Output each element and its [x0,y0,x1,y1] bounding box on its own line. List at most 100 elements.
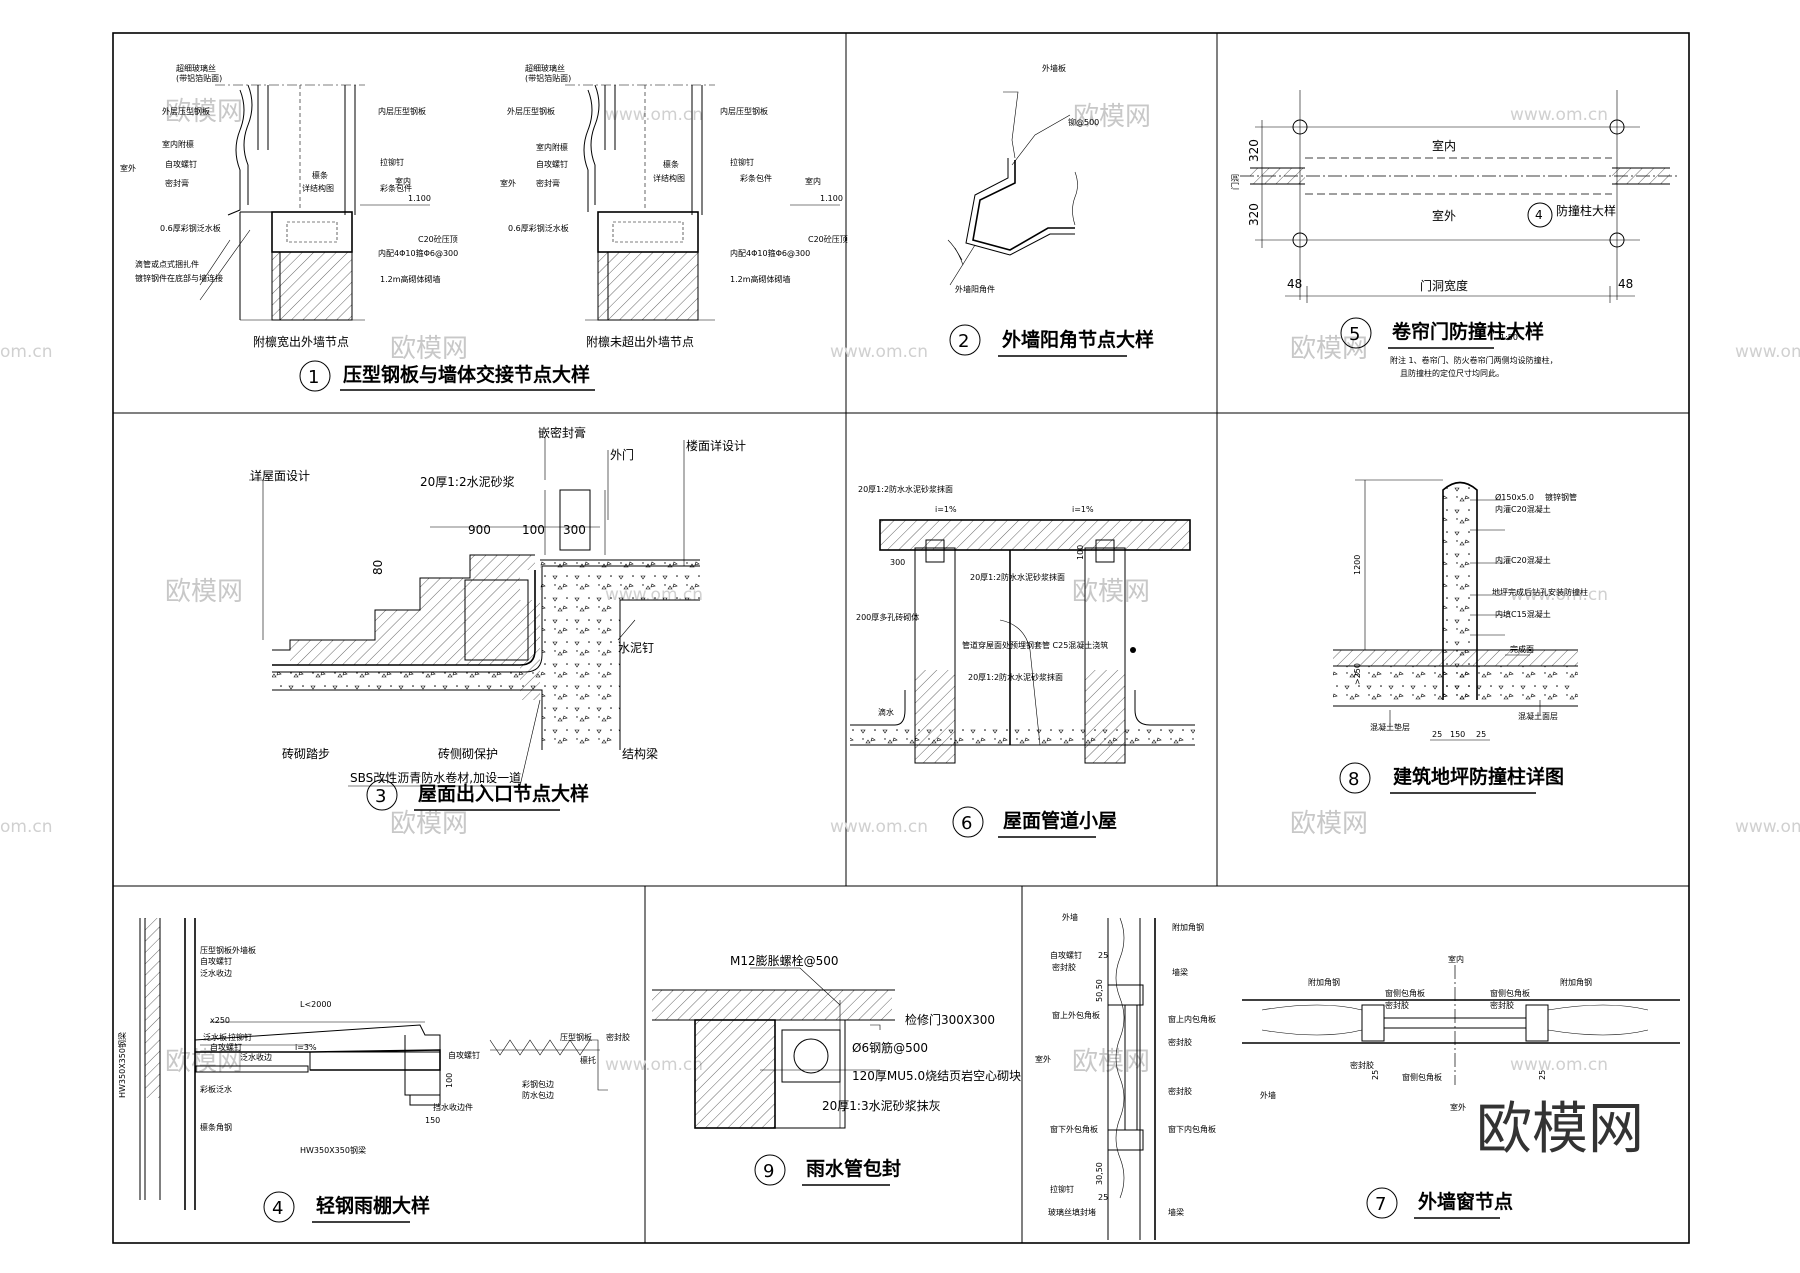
svg-text:om.cn: om.cn [0,817,53,837]
svg-text:20厚1:2防水水泥砂浆抹面: 20厚1:2防水水泥砂浆抹面 [968,672,1063,682]
svg-text:>250: >250 [1353,663,1362,685]
svg-text:320: 320 [1247,139,1261,162]
svg-text:2: 2 [958,331,969,352]
svg-text:M12膨胀螺栓@500: M12膨胀螺栓@500 [730,953,839,968]
svg-text:内灌C20混凝土: 内灌C20混凝土 [1495,504,1551,514]
svg-text:25: 25 [1098,951,1108,960]
svg-text:欧模网: 欧模网 [1073,102,1151,132]
svg-text:i=3%: i=3% [295,1043,317,1052]
svg-text:150: 150 [425,1116,440,1125]
svg-text:水泥钉: 水泥钉 [618,641,654,655]
svg-text:20厚1:2水泥砂浆: 20厚1:2水泥砂浆 [420,474,515,489]
svg-text:100: 100 [445,1073,454,1088]
svg-text:墙梁: 墙梁 [1168,1207,1184,1217]
svg-text:www.om.cn: www.om.cn [605,105,703,125]
panel-6-roof-pipe-room: 20厚1:2防水水泥砂浆抹面 i=1% i=1% 300 100 20厚1:2防… [850,484,1195,838]
panel-3-roof-access-detail: 900 100 300 80 嵌密封膏 外门 楼面详设计 详屋面设计 20厚1:… [249,425,746,811]
svg-text:压型钢板外墙板: 压型钢板外墙板 [200,945,256,955]
panel-7-exterior-window-detail: 外墙 附加角钢 自攻螺钉 25 密封胶 墙梁 50,50 窗上外包角板 窗上内包… [1035,912,1680,1240]
svg-text:外墙阳角件: 外墙阳角件 [955,284,995,294]
svg-text:HW350X350钢梁: HW350X350钢梁 [117,1032,127,1098]
panel-9-downpipe-enclosure: M12膨胀螺栓@500 检修门300X300 Ø6钢筋@500 120厚MU5.… [652,953,1021,1186]
svg-text:室外: 室外 [500,178,516,188]
panel-4-title: 轻钢雨棚大样 [316,1194,430,1217]
svg-text:檩托: 檩托 [580,1055,596,1065]
detail-number-circle-3 [366,779,398,811]
svg-text:HW350X350钢梁: HW350X350钢梁 [300,1145,366,1155]
svg-text:欧模网: 欧模网 [390,334,468,364]
detail-number-circle-6 [952,806,984,838]
svg-text:外层压型钢板: 外层压型钢板 [507,106,555,116]
svg-text:100: 100 [522,523,545,537]
svg-text:0.6厚彩钢泛水板: 0.6厚彩钢泛水板 [508,223,569,233]
svg-text:室内: 室内 [805,176,821,186]
svg-text:嵌密封膏: 嵌密封膏 [538,425,586,440]
panel-8-floor-bollard-detail: 1200 >250 25 150 25 Ø150x5.0 镀锌钢管 内灌C20混… [1333,479,1588,794]
svg-text:自攻螺钉: 自攻螺钉 [200,956,232,966]
svg-text:900: 900 [468,523,491,537]
svg-text:密封胶: 密封胶 [1490,1000,1514,1010]
svg-text:室内: 室内 [1432,138,1456,153]
svg-text:室外: 室外 [1450,1102,1466,1112]
svg-text:附檩未超出外墙节点: 附檩未超出外墙节点 [586,334,694,349]
svg-text:25: 25 [1432,730,1442,739]
svg-text:窗上外包角板: 窗上外包角板 [1052,1010,1100,1020]
svg-text:密封膏: 密封膏 [165,178,189,188]
svg-text:拉铆钉: 拉铆钉 [1050,1184,1074,1194]
svg-text:密封膏: 密封膏 [536,178,560,188]
svg-text:檩条: 檩条 [312,170,328,180]
svg-text:镀锌钢件在底部与墙连接: 镀锌钢件在底部与墙连接 [135,273,223,283]
svg-text:滴水: 滴水 [878,707,894,717]
svg-text:www.om.cn: www.om.cn [1735,817,1800,837]
svg-text:附加角钢: 附加角钢 [1560,977,1592,987]
panel-2-title: 外墙阳角节点大样 [1002,328,1154,351]
svg-text:檩条角钢: 檩条角钢 [200,1122,232,1132]
svg-text:且防撞柱的定位尺寸均同此。: 且防撞柱的定位尺寸均同此。 [1400,368,1504,378]
svg-text:滴管或点式捆扎件: 滴管或点式捆扎件 [135,259,199,269]
svg-text:(带铝箔贴面): (带铝箔贴面) [176,73,222,83]
svg-text:外层压型钢板: 外层压型钢板 [162,106,210,116]
svg-text:檩条: 檩条 [663,159,679,169]
svg-text:室内附檩: 室内附檩 [536,142,568,152]
svg-text:25: 25 [1476,730,1486,739]
svg-text:墙梁: 墙梁 [1172,967,1188,977]
svg-text:室内附檩: 室内附檩 [162,139,194,149]
svg-text:详结构图: 详结构图 [653,173,685,183]
svg-text:欧模网: 欧模网 [390,809,468,839]
svg-text:室内: 室内 [395,176,411,186]
svg-text:密封胶: 密封胶 [1350,1060,1374,1070]
svg-text:25: 25 [1371,1070,1380,1080]
svg-text:镀锌钢管: 镀锌钢管 [1545,492,1577,502]
svg-text:内配4Φ10箍Φ6@300: 内配4Φ10箍Φ6@300 [730,248,810,258]
svg-text:窗侧包角板: 窗侧包角板 [1385,988,1425,998]
svg-text:1.2m高砌体砌墙: 1.2m高砌体砌墙 [730,274,791,284]
detail-1b: 超细玻璃丝 (带铝箔贴面) 外层压型钢板 室内附檩 自攻螺钉 密封膏 室外 0.… [500,63,848,349]
svg-text:彩条包件: 彩条包件 [740,173,772,183]
svg-text:48: 48 [1618,277,1633,291]
svg-text:室外: 室外 [1432,208,1456,223]
svg-text:外门: 外门 [610,447,634,462]
svg-text:楼面详设计: 楼面详设计 [686,438,746,453]
svg-text:泛水板: 泛水板 [203,1032,227,1042]
svg-text:附注 1、卷帘门、防火卷帘门两侧均设防撞柱，: 附注 1、卷帘门、防火卷帘门两侧均设防撞柱， [1390,355,1558,365]
svg-text:自攻螺钉: 自攻螺钉 [448,1050,480,1060]
watermarks: 欧模网 欧模网 欧模网 欧模网 欧模网 欧模网 欧模网 欧模网 欧模网 欧模网 … [0,97,1800,1077]
svg-text:1200: 1200 [1353,555,1362,575]
svg-text:300: 300 [890,558,905,567]
svg-text:管道穿屋面处预埋钢套管 C25混凝土浇筑: 管道穿屋面处预埋钢套管 C25混凝土浇筑 [962,640,1108,650]
svg-text:8: 8 [1348,769,1359,790]
svg-text:欧模网: 欧模网 [1072,577,1150,607]
svg-text:www.om.cn: www.om.cn [605,1055,703,1075]
detail-number-circle-1 [299,360,331,392]
svg-text:25: 25 [1098,1193,1108,1202]
svg-text:密封胶: 密封胶 [1168,1086,1192,1096]
svg-text:铆@500: 铆@500 [1068,117,1099,127]
svg-text:6: 6 [961,813,972,834]
svg-text:彩板泛水: 彩板泛水 [200,1084,232,1094]
svg-text:防撞柱大样: 防撞柱大样 [1556,203,1616,218]
panel-5-rolling-door-bollard: 320 320 48 48 门洞宽度 室内 室外 4 防撞柱大样 门洞 5 卷帘… [1230,90,1678,378]
svg-text:泛水收边: 泛水收边 [240,1052,272,1062]
svg-text:30,50: 30,50 [1095,1162,1104,1185]
detail-number-circle-8 [1339,762,1371,794]
